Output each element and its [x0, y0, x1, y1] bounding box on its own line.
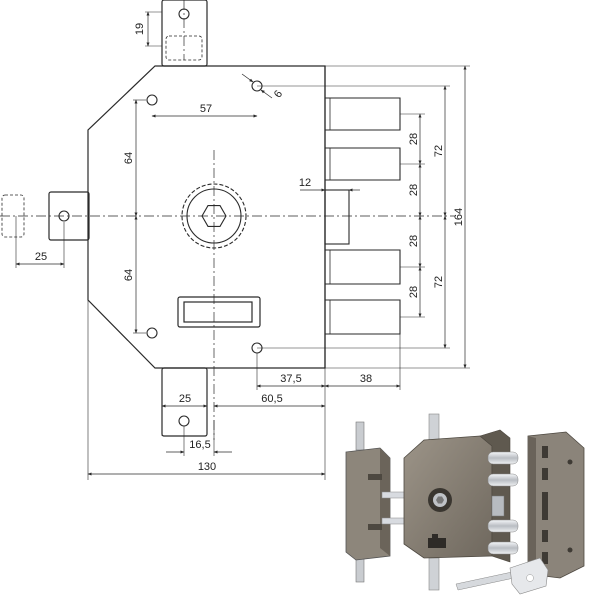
dim-bolt-thickness: 12 [299, 177, 311, 189]
face-plate-render [527, 431, 585, 579]
bottom-mounting-plate [161, 367, 208, 437]
product-render [345, 413, 585, 595]
dim-backset: 37,5 [280, 373, 301, 385]
strike-box [345, 421, 391, 583]
top-mounting-plate [161, 0, 208, 67]
dim-hole-diameter: 6 [272, 88, 285, 100]
extension-lines [15, 11, 470, 480]
dim-bolt-pitch-2: 28 [408, 184, 420, 196]
dim-bottom-spacing: 25 [179, 393, 191, 405]
dim-bolt-pitch-4: 28 [408, 286, 420, 298]
dim-bolt-pitch-1: 28 [408, 133, 420, 145]
dim-lower-offset: 64 [123, 269, 135, 281]
dimension-lines [15, 11, 467, 476]
dim-upper-offset: 64 [123, 152, 135, 164]
dim-upper-span: 72 [433, 145, 445, 157]
dim-side-spacing: 25 [35, 251, 47, 263]
handle-slot [177, 296, 261, 328]
dim-total-width: 130 [198, 461, 216, 473]
dim-top-plate-height: 19 [134, 23, 146, 35]
dim-lower-span: 72 [433, 276, 445, 288]
dim-hole-offset: 57 [200, 103, 212, 115]
dim-bolt-pitch-3: 28 [408, 235, 420, 247]
key-render [455, 557, 549, 595]
dim-bottom-offset: 16,5 [189, 439, 210, 451]
dim-total-height: 164 [453, 208, 465, 226]
dim-center-offset: 60,5 [261, 393, 282, 405]
dimension-labels: 19 57 6 64 64 12 25 28 28 28 28 72 72 16… [35, 23, 465, 473]
bolts-render [487, 451, 519, 555]
centerlines [0, 0, 455, 440]
dim-bolt-throw: 38 [360, 373, 372, 385]
